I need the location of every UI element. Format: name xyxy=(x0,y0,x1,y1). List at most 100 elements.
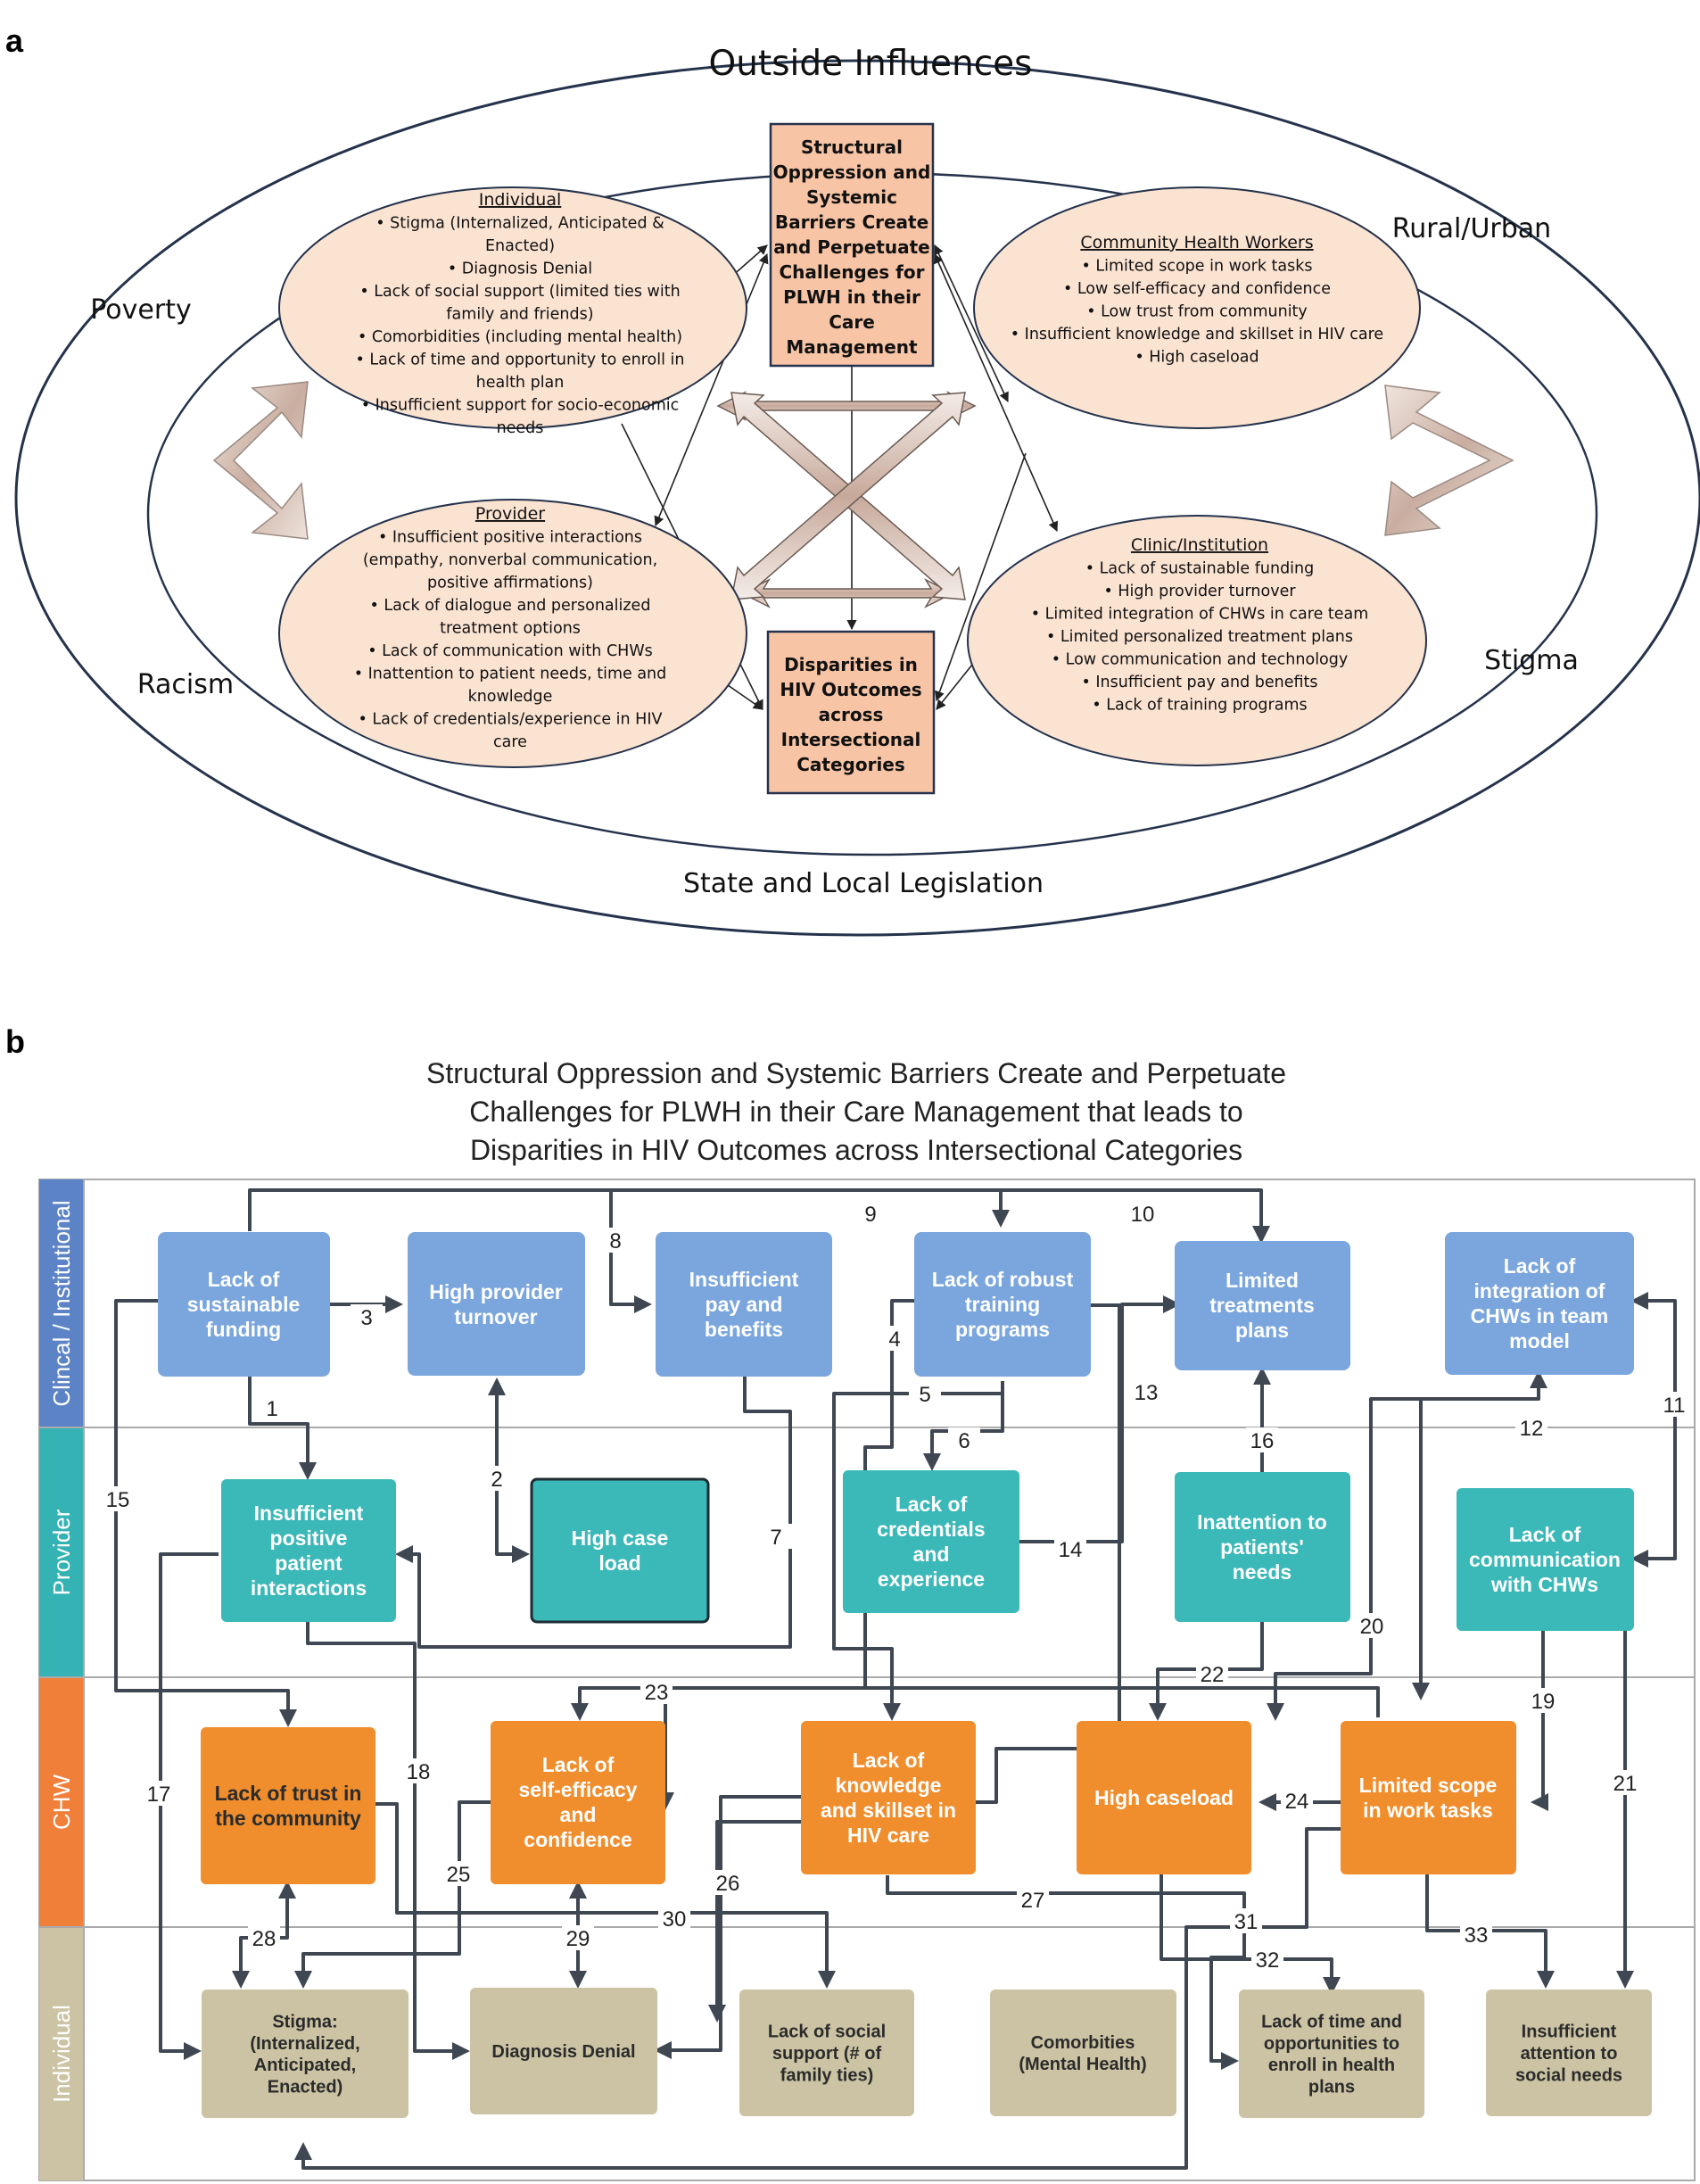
box-label-i3: support (# of xyxy=(772,2044,882,2064)
edge-number-bg xyxy=(442,1861,475,1886)
edge-number-bg xyxy=(1527,1688,1559,1713)
edge-number-26: 26 xyxy=(716,1872,740,1896)
box-lack-chw-integration xyxy=(1445,1232,1634,1375)
box-label-w5: in work tasks xyxy=(1363,1799,1493,1822)
edge-number-33: 33 xyxy=(1465,1923,1489,1948)
box-label-p4: needs xyxy=(1233,1560,1292,1584)
edge-2 xyxy=(488,1377,530,1563)
edge-number-bg xyxy=(1196,1661,1228,1686)
individual-ellipse-line: • Lack of time and opportunity to enroll… xyxy=(356,352,685,369)
panel-b-label: b xyxy=(5,1023,25,1060)
box-label-p3: credentials xyxy=(877,1518,985,1541)
edge-number-6: 6 xyxy=(958,1429,970,1453)
edge-18 xyxy=(306,1622,470,2060)
outside-influences-title: Outside Influences xyxy=(709,44,1033,84)
center-top-line: Structural xyxy=(801,136,903,158)
box-label-c1: Lack of xyxy=(208,1268,280,1291)
box-limited-scope xyxy=(1341,1721,1516,1874)
box-label-c6: CHWs in team xyxy=(1471,1304,1609,1328)
box-label-w2: Lack of xyxy=(542,1753,615,1776)
box-label-c4: Lack of robust xyxy=(932,1268,1074,1291)
box-label-c6: model xyxy=(1509,1329,1570,1353)
box-label-i1: Anticipated, xyxy=(254,2056,356,2075)
edge-number-20: 20 xyxy=(1360,1615,1384,1639)
chw-ellipse-title: Community Health Workers xyxy=(1080,233,1313,252)
center-top-line: Care xyxy=(829,311,875,333)
individual-ellipse-line: family and friends) xyxy=(446,306,593,324)
clinic-ellipse-line: • Lack of sustainable funding xyxy=(1085,560,1315,578)
box-label-i1: Stigma: xyxy=(272,2012,337,2031)
provider-ellipse-line: knowledge xyxy=(468,688,553,706)
box-insufficient-pay xyxy=(656,1232,832,1377)
center-top-line: Challenges for xyxy=(780,261,925,283)
box-insufficient-positive-interactions xyxy=(221,1479,396,1622)
edge-number-bg xyxy=(1609,1770,1641,1795)
edge-number-8: 8 xyxy=(609,1229,621,1253)
clinic-ellipse-line: • Limited integration of CHWs in care te… xyxy=(1031,606,1369,624)
box-label-w4: High caseload xyxy=(1094,1786,1234,1809)
structural-oppression-box xyxy=(769,122,935,368)
clinic-ellipse-line: • Insufficient pay and benefits xyxy=(1081,674,1317,691)
box-insufficient-attention-social xyxy=(1486,1990,1652,2116)
panel-a: a Outside Influences Poverty Rural/Urban… xyxy=(5,22,1700,937)
individual-ellipse-line: • Diagnosis Denial xyxy=(448,261,592,278)
provider-ellipse-title: Provider xyxy=(475,504,545,524)
box-label-w2: and xyxy=(560,1803,597,1826)
edge-number-bg xyxy=(760,1524,792,1549)
individual-ellipse xyxy=(278,186,747,429)
edge-number-4: 4 xyxy=(888,1328,900,1352)
box-label-w1: the community xyxy=(215,1807,361,1830)
edge-number-25: 25 xyxy=(447,1863,471,1887)
edge-number-10: 10 xyxy=(1131,1203,1155,1227)
edge-number-bg xyxy=(1356,1613,1388,1638)
legislation-label: State and Local Legislation xyxy=(683,868,1044,899)
box-label-p3: Lack of xyxy=(895,1493,968,1516)
edge-number-27: 27 xyxy=(1021,1889,1045,1913)
box-label-p5: communication xyxy=(1469,1548,1621,1571)
edge-number-bg xyxy=(1230,1908,1262,1933)
edge-number-bg xyxy=(143,1781,175,1806)
racism-label: Racism xyxy=(137,669,234,700)
edge-number-16: 16 xyxy=(1250,1429,1275,1453)
box-label-w3: knowledge xyxy=(836,1774,942,1797)
individual-ellipse-line: Enacted) xyxy=(485,237,555,255)
edge-number-bg xyxy=(481,1466,513,1491)
lane-label-individual: Individual xyxy=(48,2005,75,2103)
center-top-line: Barriers Create xyxy=(775,211,928,233)
edge-number-bg xyxy=(1515,1415,1547,1440)
edge-number-bg xyxy=(658,1906,690,1931)
edge-number-bg xyxy=(1251,1947,1283,1972)
box-label-p5: Lack of xyxy=(1509,1523,1581,1546)
right-cycle-arrow xyxy=(1384,385,1514,536)
edge-number-28: 28 xyxy=(252,1927,276,1951)
clinic-ellipse-line: • High provider turnover xyxy=(1103,583,1296,600)
box-label-p1: patient xyxy=(275,1551,342,1575)
edge-number-bg xyxy=(248,1925,280,1950)
lane-label-chw: CHW xyxy=(48,1774,75,1830)
edge-11 xyxy=(1630,1292,1677,1568)
box-label-c5: Limited xyxy=(1225,1269,1299,1292)
box-label-i5: plans xyxy=(1308,2078,1355,2097)
box-label-p4: patients' xyxy=(1220,1535,1304,1559)
box-high-provider-turnover xyxy=(408,1232,585,1376)
box-label-w1: Lack of trust in xyxy=(215,1782,362,1805)
edge-number-bg xyxy=(1658,1392,1690,1417)
edge-number-11: 11 xyxy=(1663,1394,1686,1418)
edge-number-bg xyxy=(948,1427,980,1452)
center-top-line: Management xyxy=(786,336,918,358)
edge-number-9: 9 xyxy=(864,1203,876,1227)
edge-15 xyxy=(114,1299,297,1727)
box-label-c5: plans xyxy=(1235,1319,1289,1342)
edge-number-23: 23 xyxy=(645,1681,669,1705)
box-limited-treatment-plans xyxy=(1175,1241,1350,1370)
edge-number-3: 3 xyxy=(360,1306,372,1330)
edge-number-32: 32 xyxy=(1256,1948,1280,1973)
box-label-i6: attention to xyxy=(1521,2044,1618,2064)
lane-label-clinical: Clincal / Institutional xyxy=(48,1200,75,1406)
center-top-line: PLWH in their xyxy=(783,286,920,308)
stigma-label: Stigma xyxy=(1484,645,1579,676)
box-label-p1: positive xyxy=(270,1526,348,1550)
box-label-c3: benefits xyxy=(705,1318,783,1341)
panel-a-label: a xyxy=(5,22,24,59)
